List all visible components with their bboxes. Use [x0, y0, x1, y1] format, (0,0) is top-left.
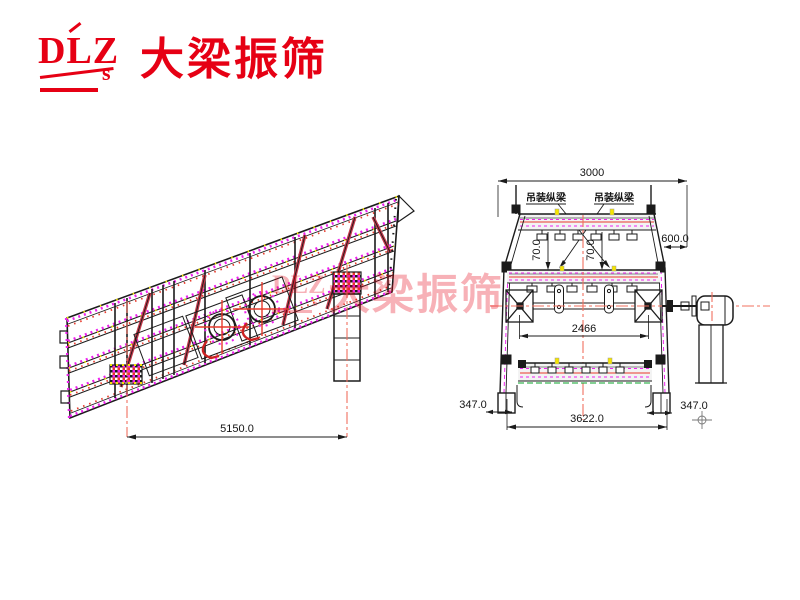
logo-sub-letter: s — [102, 60, 111, 85]
coupling — [667, 300, 673, 312]
legs — [497, 385, 671, 414]
upper-beam-hooks — [526, 283, 638, 293]
left-mount-block — [109, 364, 143, 385]
dim-2466-text: 2466 — [572, 323, 596, 335]
dim-70-left: 70.0 — [531, 232, 551, 270]
front-view-drawing: 3000 吊装纵梁 吊装纵梁 — [459, 167, 770, 430]
lift-point-mark — [559, 265, 565, 272]
bottom-beam — [518, 357, 652, 384]
dim-347-left: 347.0 — [459, 399, 512, 415]
dim-70-left-text: 70.0 — [531, 239, 543, 260]
dim-3000-text: 3000 — [580, 167, 604, 179]
dim-70-right-text: 70.0 — [585, 239, 597, 260]
lift-point-mark — [611, 265, 617, 272]
screen-body-outline — [66, 194, 415, 420]
bottom-beam-hooks — [530, 363, 625, 374]
discharge-flap — [397, 194, 415, 224]
brand-name: 大梁振筛 — [140, 35, 328, 84]
feed-edge-clips — [59, 330, 69, 404]
dim-600-text: 600.0 — [661, 233, 689, 245]
dim-5150: 5150.0 — [127, 423, 347, 440]
dim-347-left-text: 347.0 — [459, 399, 487, 411]
top-beam-hooks — [536, 230, 638, 241]
logo-underline-icon — [40, 88, 98, 92]
lift-point-mark — [607, 357, 613, 365]
datum-target-icon — [692, 411, 712, 429]
brand-logo: DLZ s 大梁振筛 — [38, 22, 328, 92]
lift-point-mark — [554, 208, 560, 216]
dim-70-right: 70.0 — [585, 232, 605, 270]
dim-347-right: 347.0 — [647, 400, 712, 429]
dim-3000: 3000 — [497, 167, 688, 247]
dim-3622: 3622.0 — [506, 399, 668, 430]
dim-600: 600.0 — [661, 233, 689, 250]
lift-point-mark — [609, 208, 615, 216]
lift-point-mark — [554, 357, 560, 365]
bearing-circle-left — [195, 300, 249, 360]
hanger-rods — [511, 185, 656, 214]
crosshair-icon — [235, 282, 289, 336]
coupling — [680, 301, 690, 311]
side-view-drawing: 5150.0 — [59, 194, 415, 440]
motor-assembly — [662, 292, 734, 384]
dim-347-right-text: 347.0 — [680, 400, 708, 412]
stringer-beams — [64, 195, 400, 419]
hook-mark — [241, 322, 260, 342]
label-lifting-beam-left: 吊装纵梁 — [526, 191, 567, 204]
hook-mark — [201, 340, 220, 360]
centerlines — [126, 265, 348, 437]
exciter-panels — [133, 276, 299, 377]
bearing-circle-right — [235, 282, 289, 342]
shaft-flange — [691, 295, 697, 317]
logo-letters: DLZ — [38, 30, 120, 72]
label-lifting-beam-right: 吊装纵梁 — [594, 191, 635, 204]
motor-hub — [700, 301, 710, 311]
top-beam — [518, 208, 656, 241]
exciter-shaft — [533, 302, 635, 310]
dim-2466: 2466 — [519, 315, 649, 339]
dim-3622-text: 3622.0 — [570, 413, 604, 425]
dim-5150-text: 5150.0 — [220, 423, 254, 435]
side-walls — [499, 213, 670, 394]
crosshair-icon — [195, 300, 249, 354]
dlz-logo-icon: DLZ s — [38, 22, 126, 92]
upper-inner-beam — [507, 265, 660, 293]
